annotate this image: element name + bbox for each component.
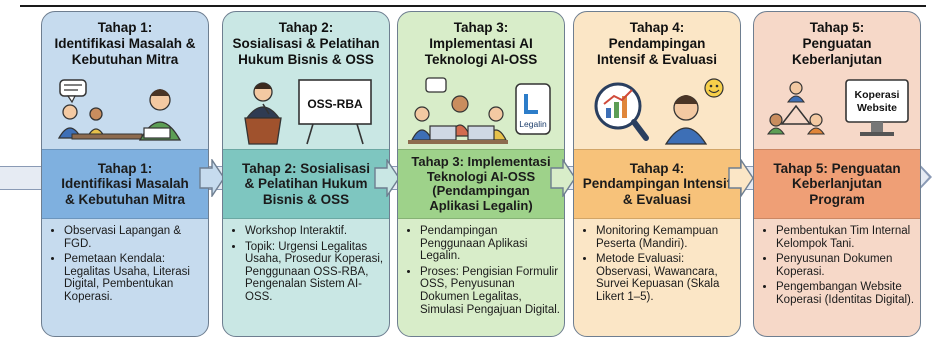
bullet-item: Pemetaan Kendala: Legalitas Usaha, Liter… (64, 253, 204, 303)
stage-bullets: Workshop Interaktif. Topik: Urgensi Lega… (233, 225, 385, 307)
stage-card-5: Tahap 5: Penguatan Keberlanjutan Koperas… (753, 11, 921, 337)
bullet-item: Pendampingan Penggunaan Aplikasi Legalin… (420, 225, 560, 263)
bullet-item: Pengembangan Website Koperasi (Identitas… (776, 281, 916, 306)
chevron-right-icon (199, 159, 225, 197)
stage-title: Tahap 1: Identifikasi Masalah & Kebutuha… (54, 20, 196, 67)
bullet-item: Observasi Lapangan & FGD. (64, 225, 204, 250)
bullet-item: Pembentukan Tim Internal Kelompok Tani. (776, 225, 916, 250)
chevron-right-icon (550, 159, 576, 197)
stage-band: Tahap 1: Identifikasi Masalah & Kebutuha… (42, 149, 208, 219)
bullet-item: Monitoring Kemampuan Peserta (Mandiri). (596, 225, 736, 250)
stage-band: Tahap 3: Implementasi Teknologi AI-OSS (… (398, 149, 564, 219)
stage-band: Tahap 5: Penguatan Keberlanjutan Program (754, 149, 920, 219)
laptop-team-icon: Legalin (408, 77, 551, 144)
bullet-item: Proses: Pengisian Formulir OSS, Penyusun… (420, 266, 560, 316)
analytics-magnifier-icon (594, 78, 724, 145)
stage-band: Tahap 4: Pendampingan Intensif & Evaluas… (574, 149, 740, 219)
screen-label-line1: Koperasi (855, 89, 900, 101)
stage-bullets: Monitoring Kemampuan Peserta (Mandiri). … (584, 225, 736, 307)
presentation-podium-icon: OSS-RBA (244, 79, 372, 145)
bullet-item: Metode Evaluasi: Observasi, Wawancara, S… (596, 253, 736, 303)
stage-band: Tahap 2: Sosialisasi & Pelatihan Hukum B… (223, 149, 389, 219)
stage-title: Tahap 3: Implementasi ΑI Teknologi AI-OS… (424, 20, 538, 67)
stage-bullets: Observasi Lapangan & FGD. Pemetaan Kenda… (52, 225, 204, 307)
screen-label-line2: Website (857, 102, 897, 114)
community-website-icon: Koperasi Website (766, 79, 909, 136)
stage-card-2: Tahap 2: Sosialisasi & Pelatihan Hukum B… (222, 11, 390, 337)
chevron-right-icon (374, 159, 400, 197)
discussion-meeting-icon (57, 79, 182, 141)
stage-card-3: Tahap 3: Implementasi ΑI Teknologi AI-OS… (397, 11, 565, 337)
board-label: OSS-RBA (307, 97, 363, 111)
stage-card-4: Tahap 4: Pendampingan Intensif & Evaluas… (573, 11, 741, 337)
stage-title: Tahap 2: Sosialisasi & Pelatihan Hukum B… (232, 20, 380, 67)
top-rule (20, 5, 926, 7)
stage-title: Tahap 5: Penguatan Keberlanjutan (791, 20, 883, 67)
stage-bullets: Pembentukan Tim Internal Kelompok Tani. … (764, 225, 916, 310)
bullet-item: Workshop Interaktif. (245, 225, 385, 238)
stage-title: Tahap 4: Pendampingan Intensif & Evaluas… (596, 20, 718, 67)
app-label: Legalin (519, 119, 547, 129)
bullet-item: Topik: Urgensi Legalitas Usaha, Prosedur… (245, 241, 385, 304)
stage-bullets: Pendampingan Penggunaan Aplikasi Legalin… (408, 225, 560, 319)
bullet-item: Penyusunan Dokumen Koperasi. (776, 253, 916, 278)
chevron-right-icon (728, 159, 754, 197)
stage-card-1: Tahap 1: Identifikasi Masalah & Kebutuha… (41, 11, 209, 337)
